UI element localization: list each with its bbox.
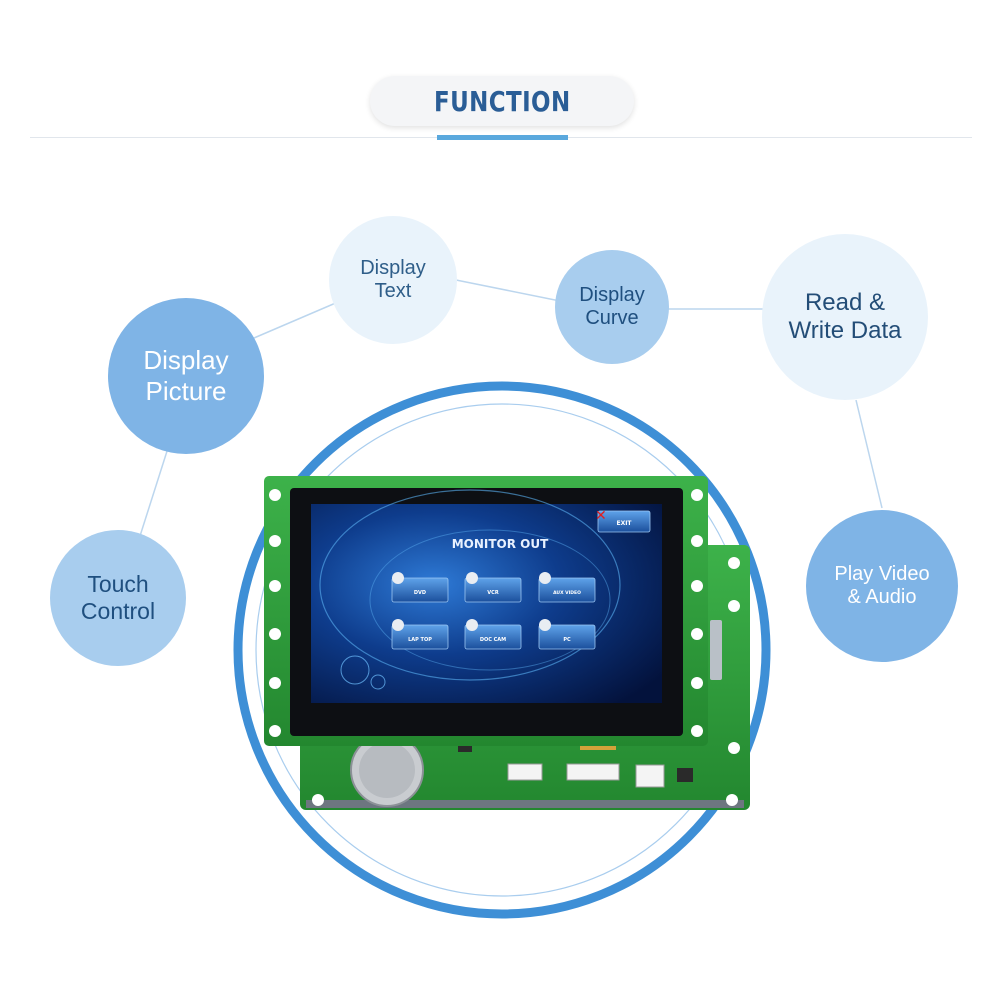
coin-battery-icon: [350, 733, 424, 807]
connector-data-video: [855, 399, 883, 509]
feature-display-curve: Display Curve: [555, 250, 669, 364]
header-accent-bar: [437, 135, 568, 140]
screen-bubble: [340, 655, 370, 685]
screen-swirl: [369, 529, 611, 671]
connector-text-curve: [455, 279, 561, 302]
feature-label: Touch Control: [80, 571, 156, 624]
feature-touch-control: Touch Control: [50, 530, 186, 666]
feature-play-video-audio: Play Video & Audio: [806, 510, 958, 662]
close-icon: ✕: [595, 508, 607, 524]
screen-button-label: PC: [563, 637, 571, 643]
screen-button-label: VCR: [487, 590, 499, 596]
lcd-screen: [311, 504, 662, 703]
screen-title: MONITOR OUT: [452, 537, 549, 551]
board-connector: [566, 763, 620, 781]
header-pill: FUNCTION: [370, 76, 634, 126]
board-chip: [677, 768, 693, 782]
feature-label: Play Video & Audio: [834, 563, 930, 608]
connector-picture-touch: [139, 447, 169, 537]
feature-label: Display Picture: [143, 345, 229, 406]
feature-label: Display Text: [360, 257, 426, 302]
screen-button-grid: [391, 572, 596, 650]
screen-exit-button: [597, 510, 651, 533]
screen-button-label: AUX VIDEO: [553, 590, 581, 596]
feature-read-write-data: Read & Write Data: [762, 234, 928, 400]
header-title: FUNCTION: [433, 84, 571, 118]
feature-label: Read & Write Data: [788, 289, 902, 344]
screen-button-label: DVD: [414, 590, 426, 596]
screen-button-label: LAP TOP: [408, 637, 432, 643]
hub-outer-ring: [233, 381, 771, 919]
screen-button-label: DOC CAM: [480, 637, 506, 643]
screen-swirl: [319, 489, 621, 681]
feature-display-text: Display Text: [329, 216, 457, 344]
feature-display-picture: Display Picture: [108, 298, 264, 454]
feature-label: Display Curve: [579, 284, 645, 329]
screen-bubble: [370, 674, 386, 690]
screen-exit-label: EXIT: [616, 520, 632, 527]
board-connector: [507, 763, 543, 781]
board-connector: [635, 764, 665, 788]
